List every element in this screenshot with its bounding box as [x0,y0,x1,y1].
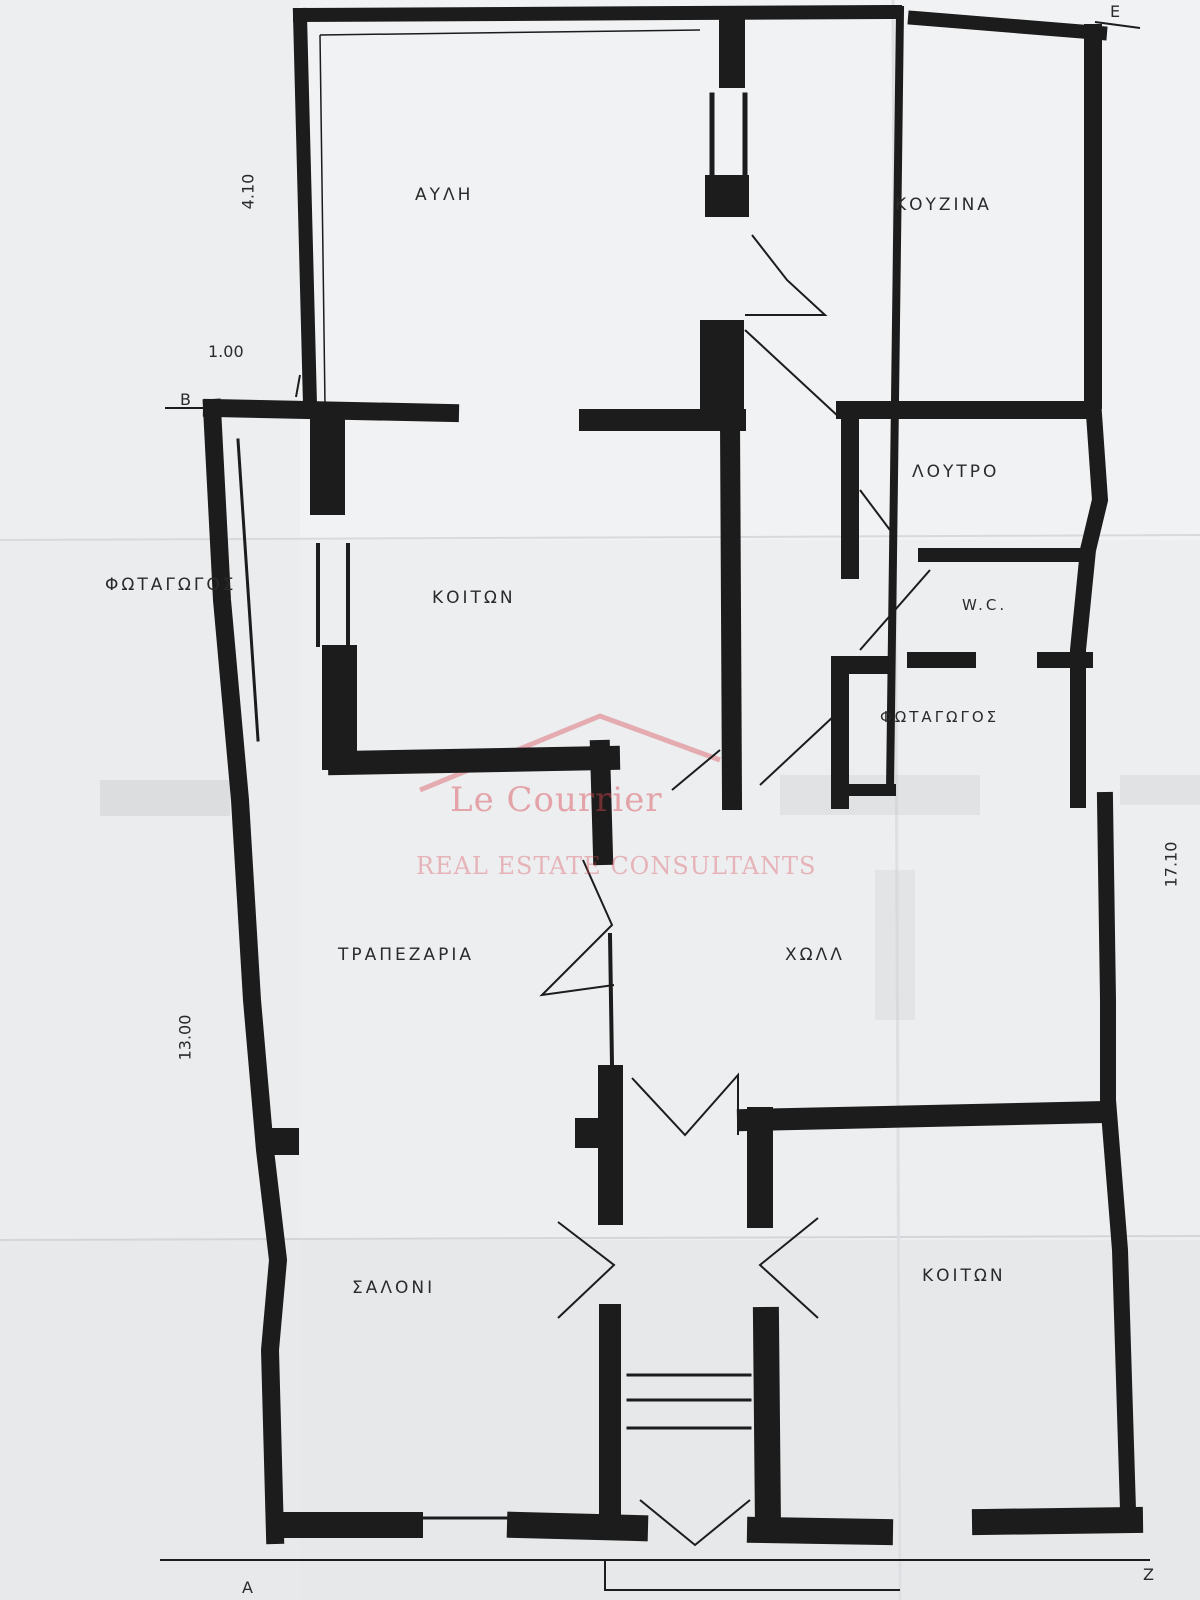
door-swing-kitchen [745,234,828,316]
door-swing-wc [859,569,931,651]
door-swing-bedroom [671,749,721,791]
room-label-koiton-lower: ΚΟΙΤΩΝ [922,1266,1006,1286]
tape-strip-left [100,780,230,816]
section-mark-b: B [180,390,191,409]
paper-shadow-left [0,0,300,1600]
room-label-trapezaria: ΤΡΑΠΕΖΑΡΙΑ [338,945,474,965]
wall-top [292,4,903,23]
fold-line-1 [0,534,1200,541]
room-label-fotagogos-right: ΦΩΤΑΓΩΓΟΣ [880,708,1000,726]
room-label-hall: ΧΩΛΛ [785,945,845,965]
room-label-fotagogos-left: ΦΩΤΑΓΩΓΟΣ [105,575,237,595]
room-label-loutro: ΛΟΥΤΡΟ [912,462,1000,482]
door-swing-bedroom-lower [758,1217,819,1319]
section-mark-z: Z [1143,1565,1154,1584]
room-label-avli: ΑΥΛΗ [415,185,474,205]
walls [202,4,1144,1546]
wall-bedroom-top-a [202,398,460,423]
pier-bedroom-bottom [322,645,357,770]
wall-right-lower [1096,791,1137,1519]
dimension-step: 1.00 [208,342,244,361]
entrance-step [604,1560,900,1591]
room-label-koiton-upper: ΚΟΙΤΩΝ [432,588,516,608]
dimension-left: 13.00 [175,1014,195,1061]
door-swing-saloni [557,1221,616,1319]
wall-courtyard-left [292,7,318,413]
door-swing-dining [539,859,615,997]
door-swing-entrance [639,1499,751,1547]
door-swings [160,21,1150,1591]
watermark-tagline: REAL ESTATE CONSULTANTS [416,852,817,880]
door-swing-courtyard [744,329,841,419]
pier-bedroom-top [310,415,345,515]
wall-bedroom-bottom [327,745,621,776]
pier-lower [700,320,744,415]
dim-tick [295,374,301,398]
wall-bedroom-right [719,409,743,811]
wall-top-right [907,10,1108,41]
pier-center-nub [575,1118,605,1148]
room-label-wc: W.C. [962,596,1008,614]
wall-corridor-right [752,1306,782,1542]
dimension-right: 17.10 [1161,841,1181,888]
room-label-saloni: ΣΑΛΟΝΙ [352,1278,436,1298]
door-swing-lightwell [759,714,836,786]
door-swing-bath [859,489,891,531]
fold-line-2 [0,1235,1200,1241]
dimension-top-left: 4.10 [238,173,258,210]
wall-bottom-d [971,1506,1144,1536]
wall-left-inner-line [236,438,260,742]
watermark-name: Le Courrier [450,780,663,820]
wall-lightwell [831,656,894,809]
tape-strip-right [1120,775,1200,805]
door-swing-hall [631,1072,739,1137]
room-label-kouzina: ΚΟΥΖΙΝΑ [895,195,992,215]
pier-block [705,175,749,217]
courtyard-inner-line-v [319,34,326,406]
wall-hall-bottom [736,1100,1117,1132]
pier-left-small [267,1128,299,1155]
courtyard-inner-line-h [319,29,701,36]
section-line-e [1094,21,1141,29]
section-mark-e: E [1110,2,1121,21]
wall-thin-center [607,932,615,1068]
tape-strip-vertical [875,870,915,1020]
wall-left-outer [202,398,288,1545]
wall-bedroom-return [589,739,614,866]
section-mark-a: A [242,1578,253,1597]
